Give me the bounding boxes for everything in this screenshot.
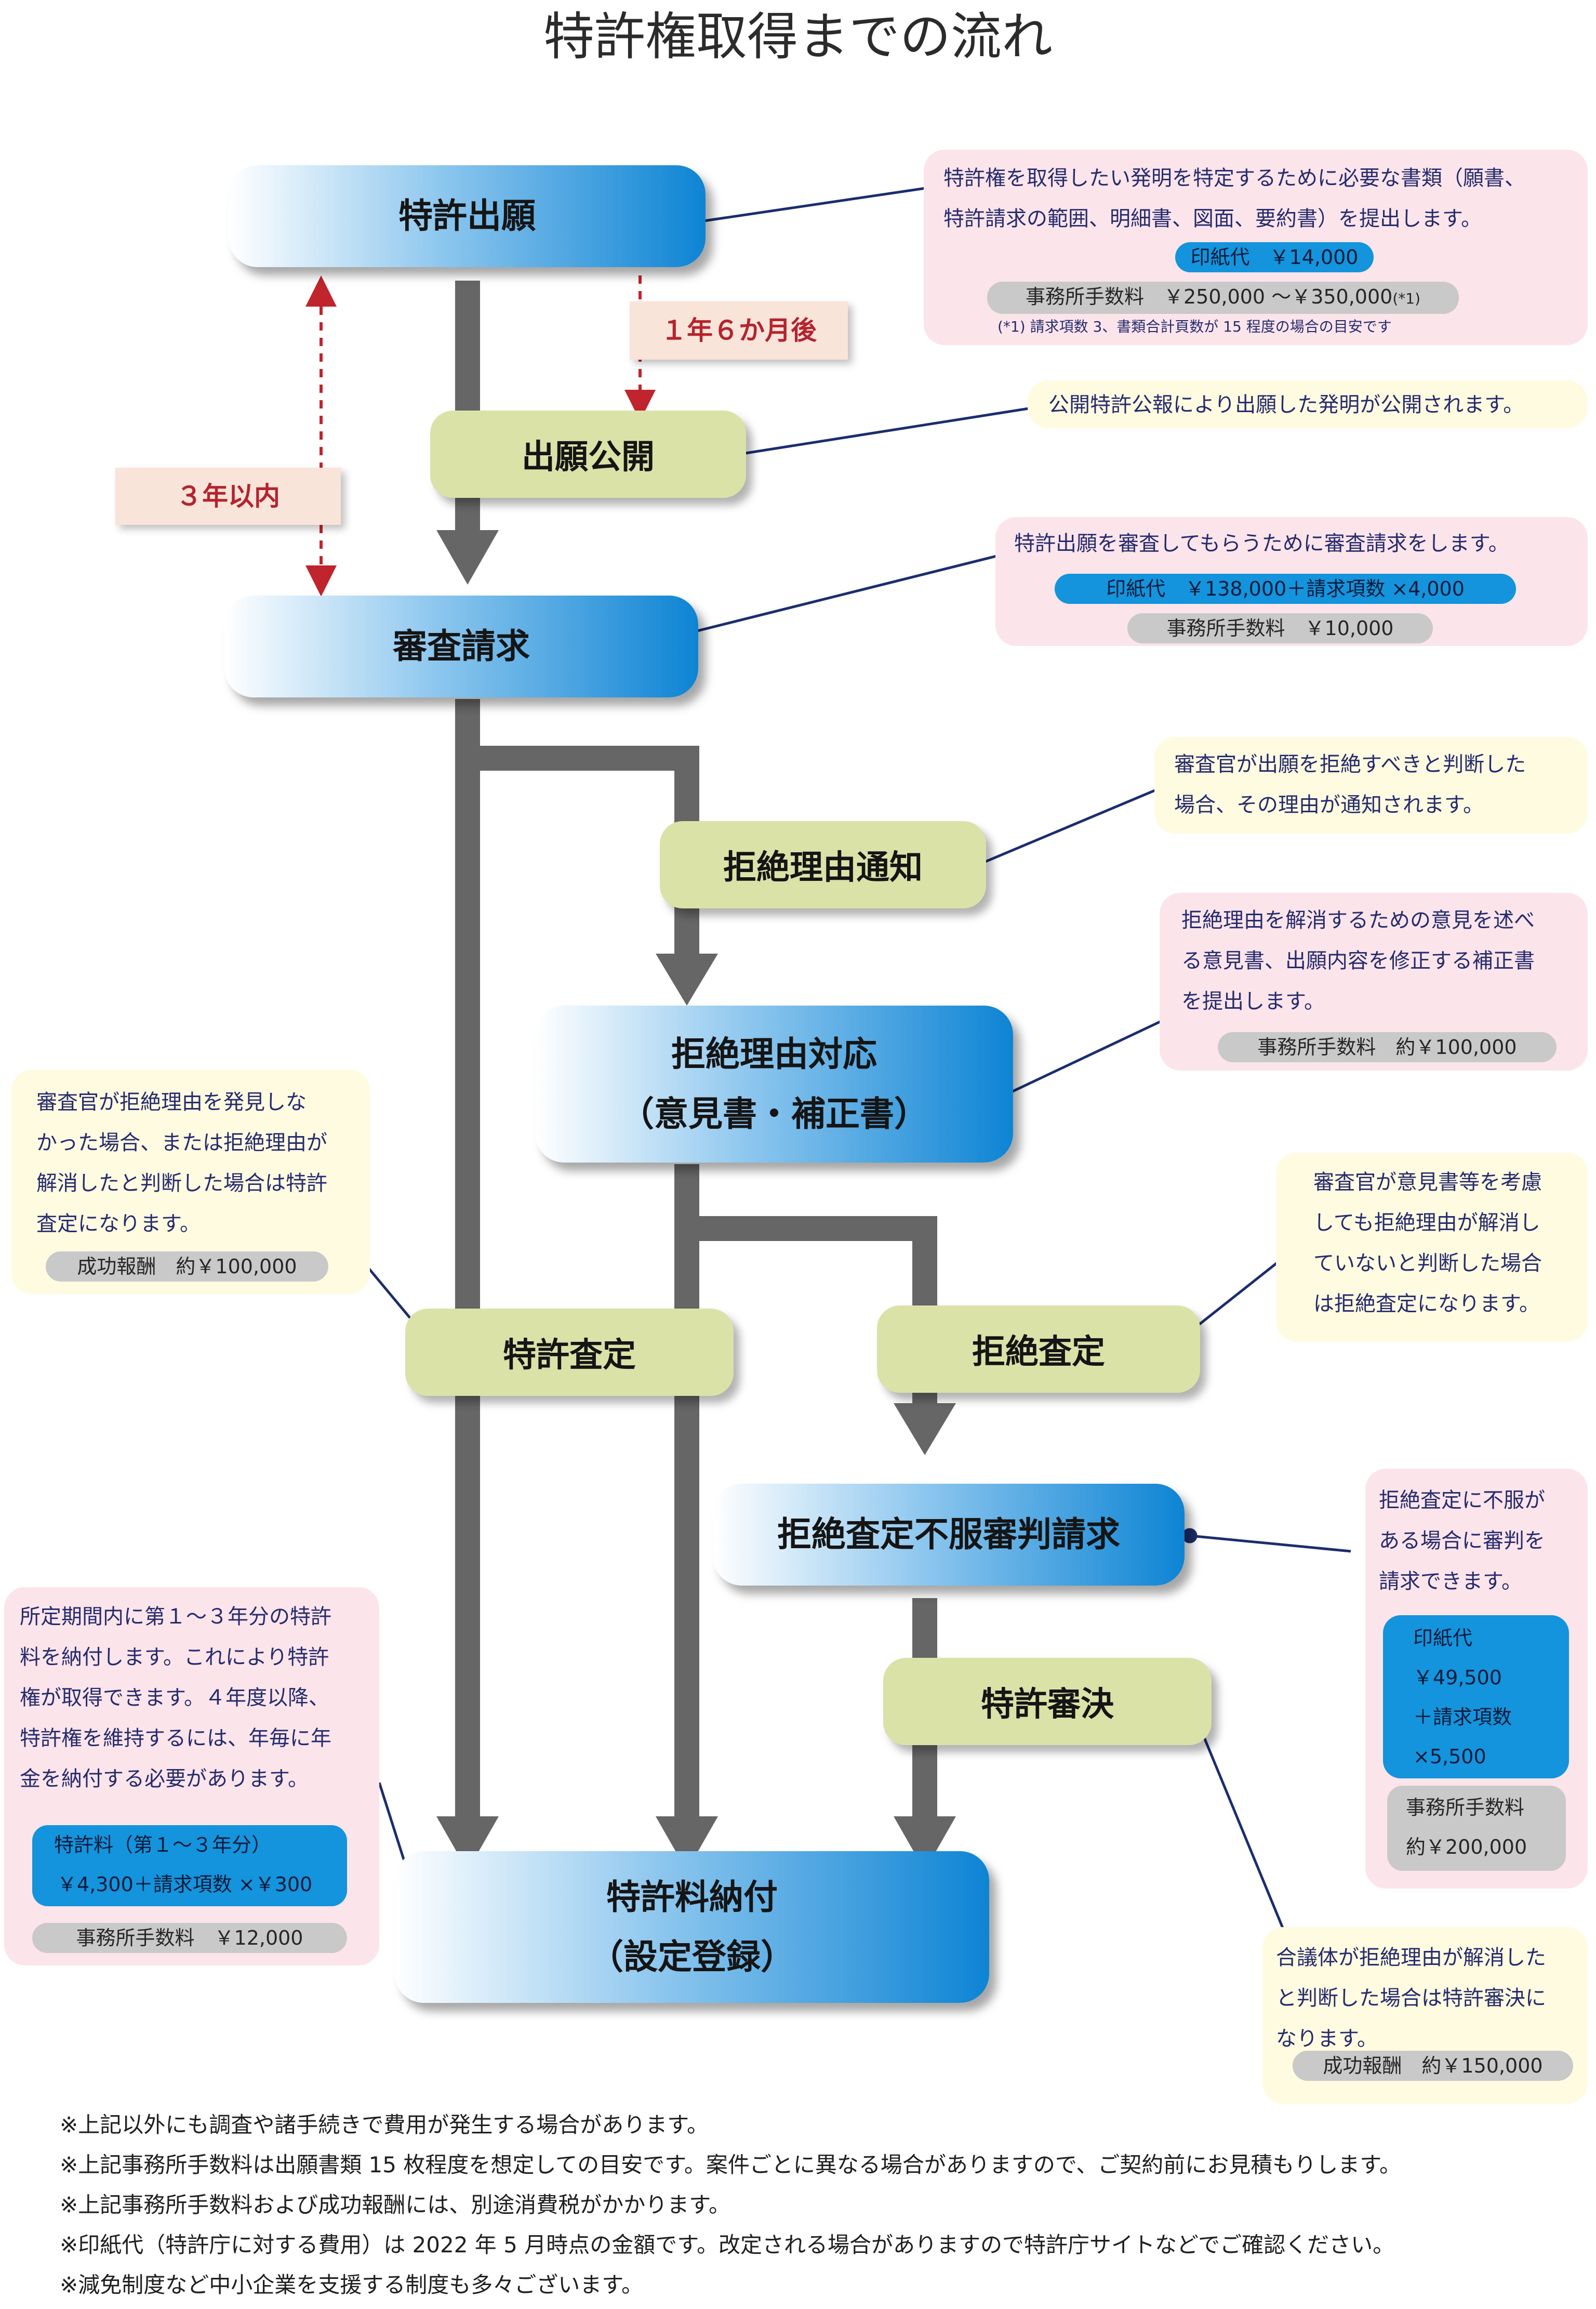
- callout-application-note: (*1) 請求項数 3、書類合計頁数が 15 程度の場合の目安です: [998, 314, 1392, 340]
- callout-text: ある場合に審判を: [1379, 1521, 1588, 1561]
- callout-rejection-notice: 審査官が出願を拒絶すべきと判断した 場合、その理由が通知されます。: [1154, 737, 1588, 834]
- node-examination-request: 審査請求: [224, 596, 698, 697]
- connector-rejection-notice: [977, 790, 1156, 865]
- duration-tag-three-years: ３年以内: [115, 468, 341, 525]
- callout-text: 所定期間内に第１～３年分の特許: [20, 1596, 379, 1637]
- node-rejection-notice: 拒絶理由通知: [660, 821, 986, 908]
- node-label: 特許審決: [981, 1678, 1114, 1725]
- office-fee-response: 事務所手数料 約￥100,000: [1218, 1032, 1557, 1062]
- callout-rejection-decision: 審査官が意見書等を考慮 しても拒絶理由が解消し ていないと判断した場合 は拒絶査…: [1276, 1153, 1588, 1342]
- trunk-line-exam: [455, 699, 480, 1816]
- node-label: 拒絶査定不服審判請求: [777, 1505, 1120, 1565]
- duration-tag-one-year-six-months: １年６か月後: [630, 301, 848, 360]
- callout-text: ていないと判断した場合: [1313, 1243, 1588, 1284]
- stamp-fee-exam-request: 印紙代 ￥138,000＋請求項数 ×4,000: [1055, 574, 1516, 604]
- node-patent-application: 特許出願: [229, 165, 706, 267]
- callout-text: 公開特許公報により出願した発明が公開されます。: [1048, 385, 1588, 425]
- footnote-item: ※上記以外にも調査や諸手続きで費用が発生する場合があります。: [60, 2105, 1401, 2145]
- node-label: 特許査定: [503, 1328, 636, 1376]
- node-appeal-request: 拒絶査定不服審判請求: [713, 1484, 1185, 1586]
- callout-text: る意見書、出願内容を修正する補正書: [1181, 941, 1588, 981]
- stamp-fee-application: 印紙代 ￥14,000: [1175, 242, 1374, 272]
- callout-text: しても拒絶理由が解消し: [1313, 1203, 1588, 1243]
- node-rejection-decision: 拒絶査定: [877, 1305, 1200, 1393]
- footnote-mark: (*1): [1392, 290, 1420, 307]
- callout-text: 審査官が出願を拒絶すべきと判断した: [1174, 744, 1588, 785]
- node-label: 拒絶理由通知: [723, 841, 923, 889]
- arrow-to-response: [656, 954, 718, 1006]
- patent-fee-payment-amount: 特許料（第１～３年分） ￥4,300＋請求項数 ×￥300: [32, 1825, 347, 1906]
- callout-text: 特許権を維持するには、年毎に年: [20, 1718, 379, 1759]
- callout-text: 査定になります。: [36, 1204, 370, 1244]
- callout-text: 特許出願を審査してもらうために審査請求をします。: [1014, 523, 1588, 564]
- connector-trial-decision: [1196, 1718, 1283, 1929]
- branch-line-rejection: [455, 746, 699, 771]
- node-rejection-response: 拒絶理由対応 （意見書・補正書）: [535, 1006, 1013, 1163]
- callout-text: は拒絶査定になります。: [1313, 1284, 1588, 1324]
- office-fee-exam-request: 事務所手数料 ￥10,000: [1127, 613, 1433, 643]
- node-patent-decision: 特許査定: [405, 1309, 734, 1396]
- footnote-item: ※減免制度など中小企業を支援する制度も多々ございます。: [60, 2265, 1401, 2305]
- footnotes: ※上記以外にも調査や諸手続きで費用が発生する場合があります。 ※上記事務所手数料…: [60, 2105, 1401, 2305]
- node-label-line1: 特許料納付: [606, 1867, 778, 1928]
- footnote-item: ※上記事務所手数料は出願書類 15 枚程度を想定しての目安です。案件ごとに異なる…: [60, 2145, 1401, 2185]
- office-fee-application: 事務所手数料 ￥250,000 ～￥350,000(*1): [987, 282, 1459, 314]
- callout-text: 金を納付する必要があります。: [20, 1759, 379, 1799]
- node-application-publication: 出願公開: [430, 411, 746, 498]
- branch-line-rejection-decision: [674, 1216, 937, 1241]
- success-fee-patent-decision: 成功報酬 約￥100,000: [46, 1251, 328, 1282]
- connector-response: [1002, 1021, 1161, 1097]
- footnote-item: ※上記事務所手数料および成功報酬には、別途消費税がかかります。: [60, 2185, 1401, 2225]
- arrow-to-exam-request: [436, 530, 499, 585]
- node-label: 審査請求: [393, 616, 530, 677]
- connector-application: [680, 188, 926, 225]
- callout-text: 合議体が拒絶理由が解消した: [1276, 1937, 1588, 1978]
- callout-text: かった場合、または拒絶理由が: [36, 1123, 370, 1163]
- callout-text: 料を納付します。これにより特許: [20, 1637, 379, 1678]
- callout-text: 特許請求の範囲、明細書、図面、要約書）を提出します。: [943, 199, 1588, 239]
- node-label: 特許出願: [398, 186, 536, 246]
- callout-text: を提出します。: [1181, 981, 1588, 1022]
- arrow-to-appeal: [894, 1403, 956, 1455]
- callout-patent-fee-payment: 所定期間内に第１～３年分の特許 料を納付します。これにより特許 権が取得できます…: [4, 1587, 379, 1965]
- node-trial-decision: 特許審決: [883, 1658, 1212, 1745]
- node-label: 拒絶査定: [972, 1325, 1105, 1373]
- connector-publication: [733, 408, 1029, 455]
- connector-exam-request: [689, 556, 996, 633]
- stamp-fee-appeal: 印紙代 ￥49,500 ＋請求項数 ×5,500: [1383, 1615, 1569, 1778]
- page-title: 特許権取得までの流れ: [0, 3, 1596, 71]
- success-fee-trial-decision: 成功報酬 約￥150,000: [1293, 2051, 1573, 2081]
- callout-text: と判断した場合は特許審決に: [1276, 1978, 1588, 2018]
- node-label-line2: （意見書・補正書）: [620, 1084, 928, 1144]
- line-response-to-payment: [674, 1164, 699, 1816]
- office-fee-payment: 事務所手数料 ￥12,000: [32, 1923, 347, 1953]
- callout-text: 審査官が意見書等を考慮: [1313, 1162, 1588, 1203]
- callout-text: 解消したと判断した場合は特許: [36, 1163, 370, 1204]
- callout-text: 権が取得できます。４年度以降、: [20, 1678, 379, 1718]
- footnote-item: ※印紙代（特許庁に対する費用）は 2022 年 5 月時点の金額です。改定される…: [60, 2225, 1401, 2265]
- callout-text: 場合、その理由が通知されます。: [1174, 785, 1588, 825]
- node-patent-fee-payment: 特許料納付 （設定登録）: [395, 1851, 989, 2003]
- node-label-line1: 拒絶理由対応: [671, 1024, 877, 1085]
- node-label: 出願公開: [522, 430, 655, 478]
- callout-publication: 公開特許公報により出願した発明が公開されます。: [1028, 380, 1588, 428]
- callout-text: 拒絶理由を解消するための意見を述べ: [1181, 900, 1588, 941]
- connector-appeal: [1190, 1536, 1351, 1551]
- callout-text: 拒絶査定に不服が: [1379, 1480, 1588, 1521]
- callout-text: 審査官が拒絶理由を発見しな: [36, 1082, 370, 1123]
- callout-text: 特許権を取得したい発明を特定するために必要な書類（願書、: [943, 158, 1588, 199]
- office-fee-appeal: 事務所手数料 約￥200,000: [1387, 1786, 1566, 1871]
- node-label-line2: （設定登録）: [589, 1927, 795, 1987]
- callout-text: 請求できます。: [1379, 1561, 1588, 1602]
